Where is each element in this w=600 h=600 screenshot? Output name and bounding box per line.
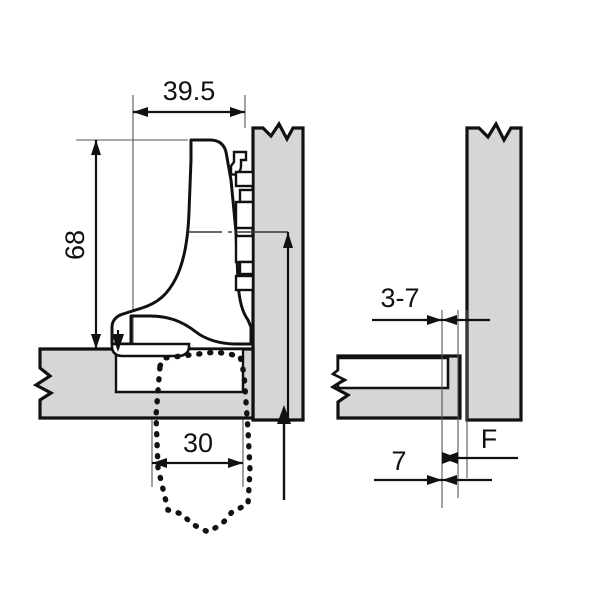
- dimension-68-label: 68: [60, 230, 90, 260]
- door-panel-right: [329, 354, 462, 420]
- dimension-39-5: 39.5: [133, 76, 245, 117]
- right-view-group: 3-7 F 7: [329, 120, 523, 508]
- left-leader-arrows: [112, 232, 293, 500]
- panel-centre-arrow-head: [283, 232, 293, 248]
- door-panel-down-arrow: [112, 334, 124, 352]
- door-panel: [32, 347, 255, 420]
- dimension-68: 68: [60, 140, 101, 349]
- dimension-F-label: F: [481, 424, 498, 454]
- right-extension-lines: [441, 310, 468, 508]
- dimension-3-7: 3-7: [372, 283, 490, 325]
- cabinet-side-panel-right: [465, 120, 523, 422]
- dimension-7-label: 7: [391, 446, 406, 476]
- cabinet-side-panel: [251, 120, 305, 422]
- hinge-cup-dotted-outline: [153, 349, 253, 536]
- dimension-39-5-label: 39.5: [163, 76, 216, 106]
- left-view-group: 39.5 68 30: [32, 76, 305, 536]
- dimension-30: 30: [152, 428, 243, 468]
- dimension-30-label: 30: [183, 428, 213, 458]
- dimension-3-7-label: 3-7: [380, 283, 419, 313]
- mounting-plate: [234, 170, 255, 292]
- door-panel-inner-face: [330, 356, 450, 390]
- dimension-F: F: [442, 424, 518, 464]
- dimension-7: 7: [374, 446, 492, 485]
